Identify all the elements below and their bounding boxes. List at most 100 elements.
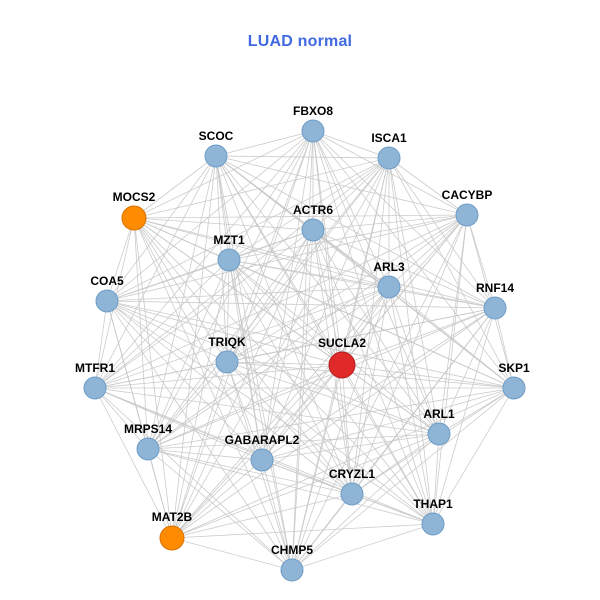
- edge-MRPS14-THAP1: [147, 448, 434, 525]
- edge-COA5-ARL1: [106, 300, 440, 435]
- edge-FBXO8-CHMP5: [291, 130, 314, 571]
- edge-COA5-CRYZL1: [106, 300, 353, 495]
- edge-ISCA1-SKP1: [388, 157, 515, 389]
- edge-RNF14-THAP1: [432, 307, 496, 525]
- node-MZT1: [217, 248, 241, 272]
- edge-THAP1-CHMP5: [291, 523, 434, 571]
- node-ARL3: [377, 275, 401, 299]
- node-label-MZT1: MZT1: [213, 233, 245, 247]
- node-label-CHMP5: CHMP5: [271, 543, 313, 557]
- node-label-ARL3: ARL3: [373, 260, 405, 274]
- edge-TRIQK-SUCLA2: [226, 361, 343, 366]
- edge-TRIQK-ARL1: [226, 361, 440, 435]
- node-ARL1: [427, 422, 451, 446]
- edge-TRIQK-THAP1: [226, 361, 434, 525]
- node-label-TRIQK: TRIQK: [208, 335, 246, 349]
- edge-ARL3-CHMP5: [291, 286, 390, 571]
- edge-SUCLA2-ARL1: [341, 364, 440, 435]
- edge-COA5-SUCLA2: [106, 300, 343, 366]
- edge-SUCLA2-SKP1: [341, 364, 515, 389]
- edge-ISCA1-ACTR6: [312, 157, 390, 231]
- node-label-ARL1: ARL1: [423, 407, 455, 421]
- node-COA5: [95, 289, 119, 313]
- edge-MZT1-TRIQK: [226, 259, 230, 363]
- edge-MZT1-CHMP5: [228, 259, 293, 571]
- node-label-CACYBP: CACYBP: [442, 188, 493, 202]
- edge-SKP1-MAT2B: [171, 387, 515, 539]
- edge-ACTR6-TRIQK: [226, 229, 314, 363]
- node-THAP1: [421, 512, 445, 536]
- edge-MOCS2-COA5: [106, 217, 135, 302]
- edge-ISCA1-CACYBP: [388, 157, 468, 216]
- node-label-ACTR6: ACTR6: [293, 203, 333, 217]
- node-TRIQK: [215, 350, 239, 374]
- edge-RNF14-MAT2B: [171, 307, 496, 539]
- edge-TRIQK-MAT2B: [171, 361, 228, 539]
- edge-CACYBP-CRYZL1: [351, 214, 468, 495]
- edge-ACTR6-SKP1: [312, 229, 515, 389]
- edge-SKP1-ARL1: [438, 387, 515, 435]
- edge-ARL3-MRPS14: [147, 286, 390, 450]
- edge-FBXO8-SCOC: [215, 130, 314, 157]
- edge-CACYBP-ARL3: [388, 214, 468, 288]
- node-label-ISCA1: ISCA1: [371, 131, 407, 145]
- node-MOCS2: [121, 205, 147, 231]
- node-RNF14: [483, 296, 507, 320]
- edge-MRPS14-MAT2B: [147, 448, 173, 539]
- edge-MTFR1-ARL1: [94, 387, 440, 435]
- edge-TRIQK-SKP1: [226, 361, 515, 389]
- edge-FBXO8-CACYBP: [312, 130, 468, 216]
- edge-COA5-TRIQK: [106, 300, 228, 363]
- edge-SCOC-CACYBP: [215, 155, 468, 216]
- edge-MOCS2-ACTR6: [133, 217, 314, 231]
- edge-COA5-THAP1: [106, 300, 434, 525]
- edges-layer: [94, 130, 515, 571]
- edge-FBXO8-CRYZL1: [312, 130, 353, 495]
- edge-THAP1-MAT2B: [171, 523, 434, 539]
- edge-FBXO8-SKP1: [312, 130, 515, 389]
- edge-MZT1-MRPS14: [147, 259, 230, 450]
- edge-CACYBP-MRPS14: [147, 214, 468, 450]
- edge-GABARAPL2-MAT2B: [171, 459, 263, 539]
- edge-ACTR6-MAT2B: [171, 229, 314, 539]
- node-ISCA1: [377, 146, 401, 170]
- edge-RNF14-SKP1: [494, 307, 515, 389]
- edge-ARL3-SUCLA2: [341, 286, 390, 366]
- edge-MOCS2-GABARAPL2: [133, 217, 263, 461]
- edge-FBXO8-COA5: [106, 130, 314, 302]
- edge-RNF14-CHMP5: [291, 307, 496, 571]
- edge-SUCLA2-CHMP5: [291, 364, 343, 571]
- edge-MTFR1-MRPS14: [94, 387, 149, 450]
- edge-MZT1-MTFR1: [94, 259, 230, 389]
- edge-SKP1-MRPS14: [147, 387, 515, 450]
- chart-title: LUAD normal: [247, 33, 353, 50]
- node-label-MAT2B: MAT2B: [152, 510, 193, 524]
- edge-MZT1-GABARAPL2: [228, 259, 263, 461]
- edge-COA5-GABARAPL2: [106, 300, 263, 461]
- node-SCOC: [204, 144, 228, 168]
- edge-MOCS2-CRYZL1: [133, 217, 353, 495]
- edge-ARL1-MAT2B: [171, 433, 440, 539]
- edge-FBXO8-MZT1: [228, 130, 314, 261]
- node-CHMP5: [280, 558, 304, 582]
- edge-CACYBP-ARL1: [438, 214, 468, 435]
- edge-SKP1-GABARAPL2: [261, 387, 515, 461]
- edge-MRPS14-CHMP5: [147, 448, 293, 571]
- edge-SCOC-ISCA1: [215, 155, 390, 159]
- node-label-MTFR1: MTFR1: [75, 361, 115, 375]
- edge-COA5-RNF14: [106, 300, 496, 309]
- node-GABARAPL2: [250, 448, 274, 472]
- edge-SUCLA2-MTFR1: [94, 364, 343, 389]
- edge-CRYZL1-CHMP5: [291, 493, 353, 571]
- node-label-MRPS14: MRPS14: [124, 422, 172, 436]
- edge-SUCLA2-THAP1: [341, 364, 434, 525]
- edge-MOCS2-MAT2B: [133, 217, 173, 539]
- edge-SCOC-COA5: [106, 155, 217, 302]
- edge-MTFR1-CHMP5: [94, 387, 293, 571]
- edge-ARL3-TRIQK: [226, 286, 390, 363]
- edge-ARL1-CHMP5: [291, 433, 440, 571]
- edge-ARL1-GABARAPL2: [261, 433, 440, 461]
- edge-ACTR6-SUCLA2: [312, 229, 343, 366]
- node-label-SKP1: SKP1: [498, 361, 530, 375]
- edge-SCOC-CRYZL1: [215, 155, 353, 495]
